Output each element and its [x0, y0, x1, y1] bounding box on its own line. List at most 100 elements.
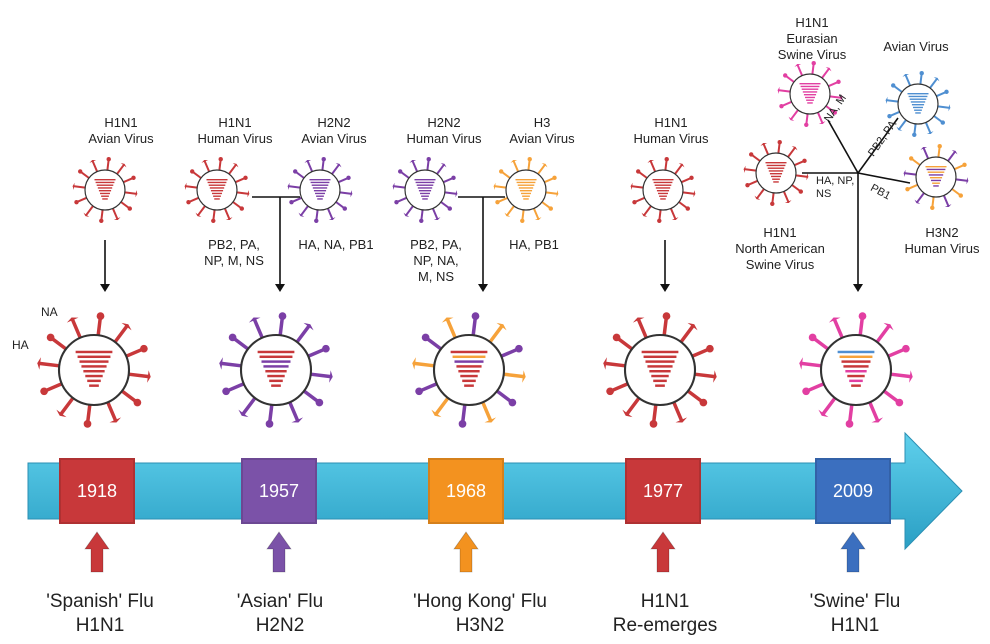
genome-segment	[773, 181, 779, 183]
na-spike-head	[315, 398, 324, 407]
genome-segment	[806, 99, 814, 101]
ha-spike-head	[840, 94, 843, 102]
ha-spike-head	[109, 417, 122, 423]
genome-segment	[414, 179, 436, 181]
spike	[796, 64, 804, 77]
spike	[875, 324, 891, 344]
arrow-1957-head	[275, 284, 285, 292]
genome-segment	[79, 360, 109, 363]
genome-segment	[96, 184, 114, 186]
spike	[287, 400, 300, 422]
spike	[91, 160, 99, 173]
genome-segment	[803, 94, 817, 96]
genome-segment	[100, 192, 110, 195]
genome-segment	[641, 350, 679, 354]
genome-segment	[207, 181, 227, 184]
spike	[197, 204, 206, 216]
virus-2009-pandemic	[799, 312, 913, 428]
na-spike-head	[745, 182, 750, 188]
genome-segment	[417, 187, 433, 189]
genome-segment	[643, 355, 677, 359]
ha-spike-head	[247, 190, 250, 198]
ha-spike-head	[510, 159, 518, 163]
genome-segment	[928, 174, 944, 176]
spike	[636, 318, 649, 340]
ha-spike-head	[412, 357, 416, 370]
ha-spike-head	[195, 212, 202, 217]
genome-segment	[206, 179, 228, 181]
spike	[223, 207, 231, 220]
ha-spike-head	[799, 357, 803, 370]
spike	[308, 372, 332, 379]
connector-2009-human	[857, 172, 911, 184]
ha-spike-head	[920, 146, 928, 150]
genome-segment	[908, 95, 928, 98]
spike	[220, 361, 244, 368]
genome-segment	[801, 88, 819, 90]
na-spike-head	[612, 333, 621, 342]
na-spike-head	[190, 169, 195, 174]
genome-segment	[519, 190, 533, 192]
ha-spike-head	[493, 182, 496, 190]
genome-segment	[655, 187, 671, 189]
spike	[762, 143, 770, 156]
ha-spike-head	[403, 212, 410, 217]
genes-2009-na-swine: HA, NP,NS	[816, 175, 855, 200]
ha-spike-head	[909, 370, 913, 383]
spike	[537, 164, 546, 176]
na-spike-head	[346, 175, 351, 181]
arrow-2009-head	[853, 284, 863, 292]
ha-spike-head	[232, 163, 239, 168]
genome-segment	[517, 184, 535, 186]
connector-2009-avian	[857, 117, 899, 174]
ha-spike-head	[632, 317, 645, 323]
na-spike-head	[394, 199, 399, 205]
genome-segment	[212, 192, 222, 195]
genome-segment	[271, 384, 281, 387]
virus-2009-eurasian-swine-source	[777, 61, 843, 127]
genome-segment	[259, 355, 293, 359]
na-spike-head	[74, 199, 79, 205]
genome-segment	[772, 178, 780, 180]
genome-segment	[926, 168, 946, 171]
na-spike-head	[749, 152, 754, 157]
ha-spike-head	[818, 409, 829, 418]
genome-segment	[263, 365, 289, 368]
spike	[898, 118, 907, 130]
ha-spike-head	[392, 182, 395, 190]
genome-segment	[309, 179, 331, 181]
spike	[123, 191, 137, 195]
spike	[445, 318, 458, 340]
genome-segment	[807, 102, 813, 104]
genome-segment	[518, 187, 534, 189]
genome-segment	[765, 162, 787, 164]
spike	[649, 160, 657, 173]
spike	[821, 68, 830, 80]
ha-spike-head	[329, 370, 333, 383]
na-spike-head	[96, 312, 105, 320]
spike	[778, 89, 792, 93]
genome-segment	[102, 198, 108, 200]
na-spike-head	[919, 71, 924, 76]
na-spike-head	[937, 144, 942, 149]
up-arrow-1977	[650, 531, 676, 573]
ha-spike-head	[225, 217, 233, 221]
genome-segment	[316, 195, 324, 197]
genome-segment	[310, 181, 330, 184]
spike	[832, 318, 845, 340]
genes-1968-avian: HA, PB1	[509, 237, 559, 252]
spike	[501, 372, 525, 379]
virus-1977-human-source	[630, 157, 696, 223]
genome-segment	[210, 190, 224, 192]
spike	[532, 207, 540, 220]
ha-spike-head	[671, 217, 679, 221]
spike	[411, 160, 419, 173]
ha-spike-head	[335, 163, 342, 168]
na-spike-head	[798, 189, 803, 194]
spike	[85, 204, 94, 216]
genome-segment	[83, 370, 105, 373]
spike	[393, 185, 407, 189]
spike	[800, 361, 824, 368]
